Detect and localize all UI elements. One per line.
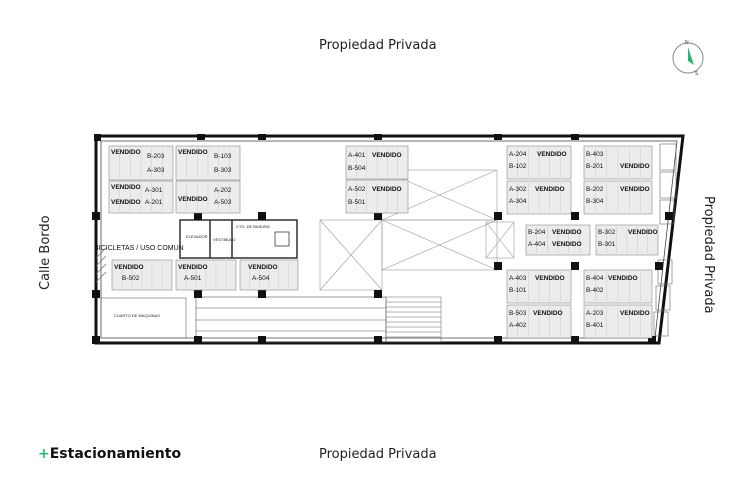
unit-label: A-402 bbox=[509, 322, 527, 329]
sold-label: VENDIDO bbox=[533, 310, 563, 317]
unit-label: B-301 bbox=[598, 241, 616, 248]
unit-label: B-304 bbox=[586, 198, 604, 205]
sold-label: VENDIDO bbox=[111, 149, 141, 156]
sold-label: VENDIDO bbox=[620, 310, 650, 317]
sold-label: VENDIDO bbox=[608, 275, 638, 282]
structural-columns bbox=[92, 134, 673, 344]
sold-label: VENDIDO bbox=[535, 186, 565, 193]
service-core bbox=[179, 219, 298, 259]
sold-label: VENDIDO bbox=[552, 241, 582, 248]
unit-label: A-302 bbox=[509, 186, 527, 193]
unit-label: A-504 bbox=[252, 275, 270, 282]
top-boundary-label: Propiedad Privada bbox=[319, 38, 437, 53]
unit-label: A-301 bbox=[145, 187, 163, 194]
sold-label: VENDIDO bbox=[372, 152, 402, 159]
unit-label: A-403 bbox=[509, 275, 527, 282]
unit-label: A-503 bbox=[214, 199, 232, 206]
sold-label: VENDIDO bbox=[248, 264, 278, 271]
unit-label: B-504 bbox=[348, 165, 366, 172]
unit-label: B-103 bbox=[214, 153, 232, 160]
compass-north: N bbox=[685, 40, 689, 46]
sold-label: VENDIDO bbox=[178, 264, 208, 271]
unit-label: A-502 bbox=[348, 186, 366, 193]
sold-label: VENDIDO bbox=[620, 186, 650, 193]
parking-space[interactable]: VENDIDO A-504 bbox=[239, 259, 299, 291]
unit-label: B-502 bbox=[122, 275, 140, 282]
sold-label: VENDIDO bbox=[111, 199, 141, 206]
bike-area bbox=[95, 247, 107, 283]
unit-label: B-204 bbox=[528, 229, 546, 236]
lobby-label: VESTIBULO bbox=[213, 237, 235, 242]
elevator-label: ELEVADOR bbox=[186, 234, 208, 239]
unit-label: B-302 bbox=[598, 229, 616, 236]
unit-label: B-402 bbox=[586, 287, 604, 294]
sold-label: VENDIDO bbox=[620, 163, 650, 170]
machine-room-label: CUARTO DE MAQUINAS bbox=[114, 313, 160, 318]
exit-ramp bbox=[385, 296, 442, 343]
plus-icon: + bbox=[38, 446, 50, 462]
unit-label: A-401 bbox=[348, 152, 366, 159]
sold-label: VENDIDO bbox=[111, 184, 141, 191]
sold-label: VENDIDO bbox=[552, 229, 582, 236]
bike-area-label: BICICLETAS / USO COMUN bbox=[94, 245, 184, 252]
unit-label: A-202 bbox=[214, 187, 232, 194]
unit-label: B-202 bbox=[586, 186, 604, 193]
unit-label: A-201 bbox=[145, 199, 163, 206]
unit-label: A-501 bbox=[184, 275, 202, 282]
entrance-ramp bbox=[195, 296, 387, 343]
sold-label: VENDIDO bbox=[537, 151, 567, 158]
unit-label: A-304 bbox=[509, 198, 527, 205]
trash-room-label: CTO. DE BASURA bbox=[236, 224, 270, 229]
side-bays bbox=[653, 143, 677, 337]
unit-label: B-403 bbox=[586, 151, 604, 158]
unit-label: A-404 bbox=[528, 241, 546, 248]
unit-label: B-303 bbox=[214, 167, 232, 174]
unit-label: B-401 bbox=[586, 322, 604, 329]
north-arrow-icon bbox=[688, 47, 694, 65]
compass-icon: N S bbox=[670, 38, 706, 78]
unit-label: B-101 bbox=[509, 287, 527, 294]
sold-label: VENDIDO bbox=[535, 275, 565, 282]
bottom-boundary-label: Propiedad Privada bbox=[319, 447, 437, 462]
section-title: +Estacionamiento bbox=[38, 446, 181, 462]
sold-label: VENDIDO bbox=[372, 186, 402, 193]
section-title-text: Estacionamiento bbox=[49, 446, 182, 462]
compass-south: S bbox=[695, 71, 699, 77]
sold-label: VENDIDO bbox=[628, 229, 658, 236]
unit-label: A-303 bbox=[147, 167, 165, 174]
sold-label: VENDIDO bbox=[178, 196, 208, 203]
machine-room bbox=[100, 297, 187, 339]
sold-label: VENDIDO bbox=[178, 149, 208, 156]
unit-label: B-201 bbox=[586, 163, 604, 170]
unit-label: A-204 bbox=[509, 151, 527, 158]
parking-space[interactable]: VENDIDO B-502 bbox=[111, 259, 173, 291]
sold-label: VENDIDO bbox=[114, 264, 144, 271]
unit-label: A-203 bbox=[586, 310, 604, 317]
unit-label: B-102 bbox=[509, 163, 527, 170]
unit-label: B-501 bbox=[348, 199, 366, 206]
parking-space[interactable]: VENDIDO A-501 bbox=[175, 259, 237, 291]
unit-label: B-503 bbox=[509, 310, 527, 317]
unit-label: B-203 bbox=[147, 153, 165, 160]
unit-label: B-404 bbox=[586, 275, 604, 282]
